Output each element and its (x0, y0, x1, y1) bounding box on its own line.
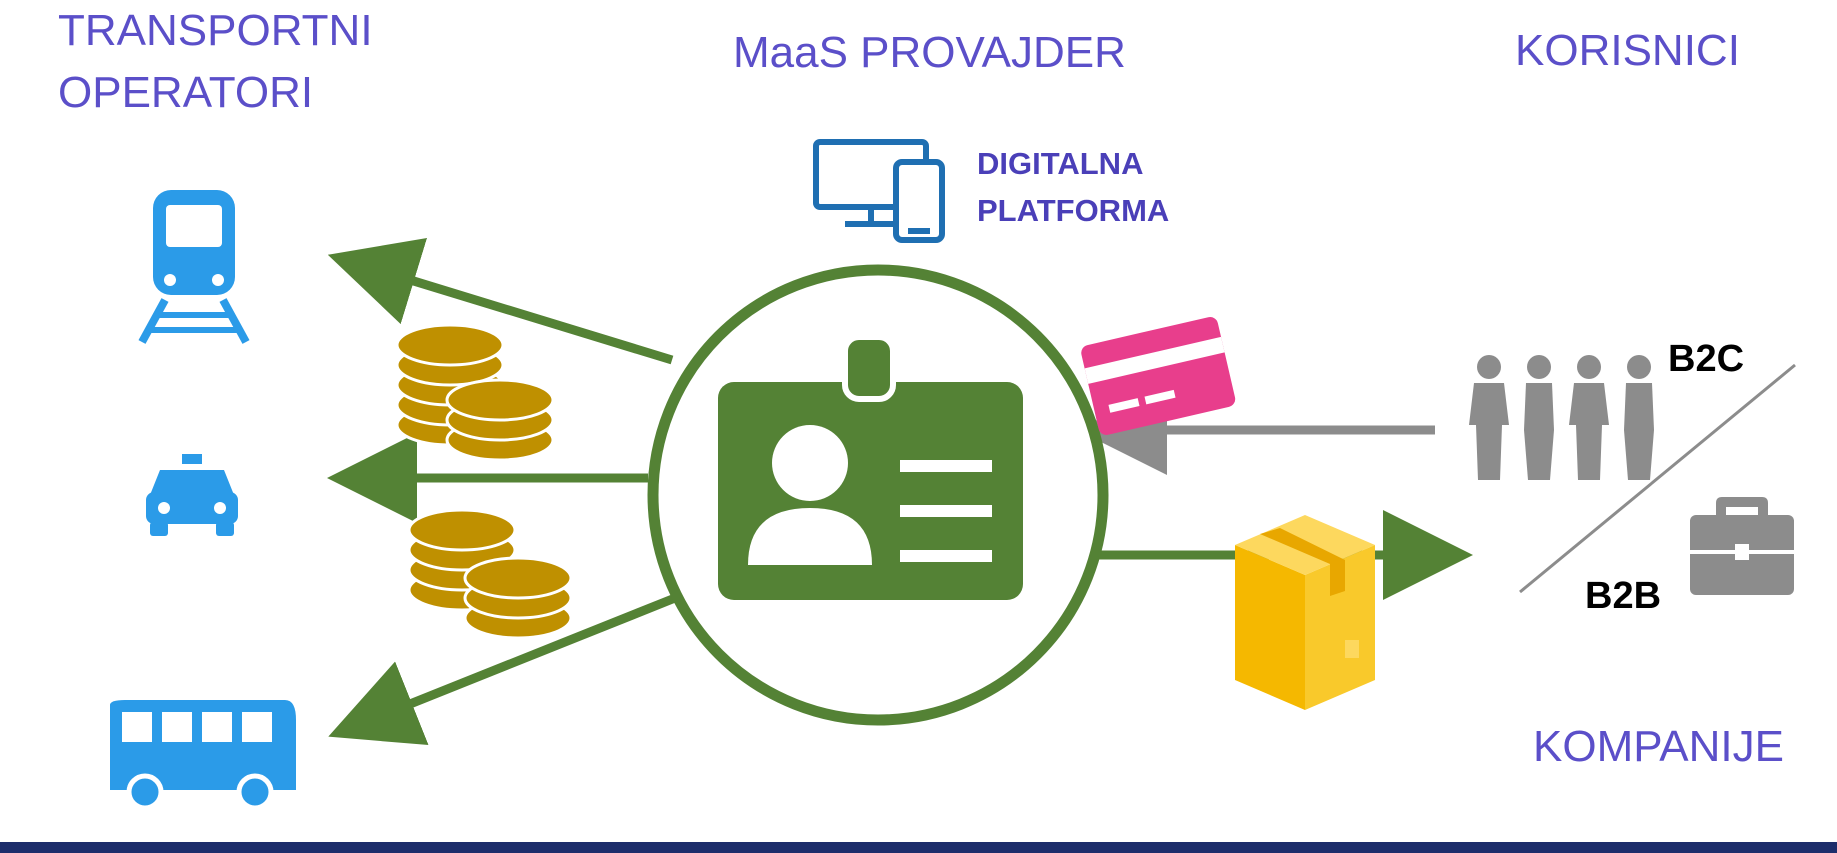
people-group-icon (1469, 355, 1654, 480)
bottom-bar (0, 842, 1837, 853)
platform-label-line1: DIGITALNA (977, 146, 1144, 181)
segment-divider (1519, 363, 1796, 594)
provider-heading: MaaS PROVAJDER (733, 28, 1126, 77)
train-icon (138, 190, 250, 344)
b2b-label: B2B (1585, 575, 1662, 617)
platform-label-line2: PLATFORMA (977, 193, 1170, 228)
payment-arrow-train (327, 238, 674, 365)
taxi-icon (146, 454, 238, 536)
computer-and-phone-icon (813, 139, 945, 243)
id-badge-icon (718, 334, 1023, 600)
credit-card-icon (1081, 317, 1236, 435)
operators-heading-line1: TRANSPORTNI (58, 6, 373, 55)
coins-icon (407, 508, 573, 640)
users-heading: KORISNICI (1515, 26, 1740, 75)
b2c-label: B2C (1668, 338, 1745, 380)
briefcase-icon (1690, 497, 1794, 595)
coins-icon (395, 323, 555, 462)
payment-arrow-bus (328, 593, 677, 746)
companies-heading: KOMPANIJE (1533, 722, 1785, 771)
operators-heading-line2: OPERATORI (58, 68, 314, 117)
bus-icon (110, 700, 296, 811)
package-box-icon (1235, 515, 1375, 710)
